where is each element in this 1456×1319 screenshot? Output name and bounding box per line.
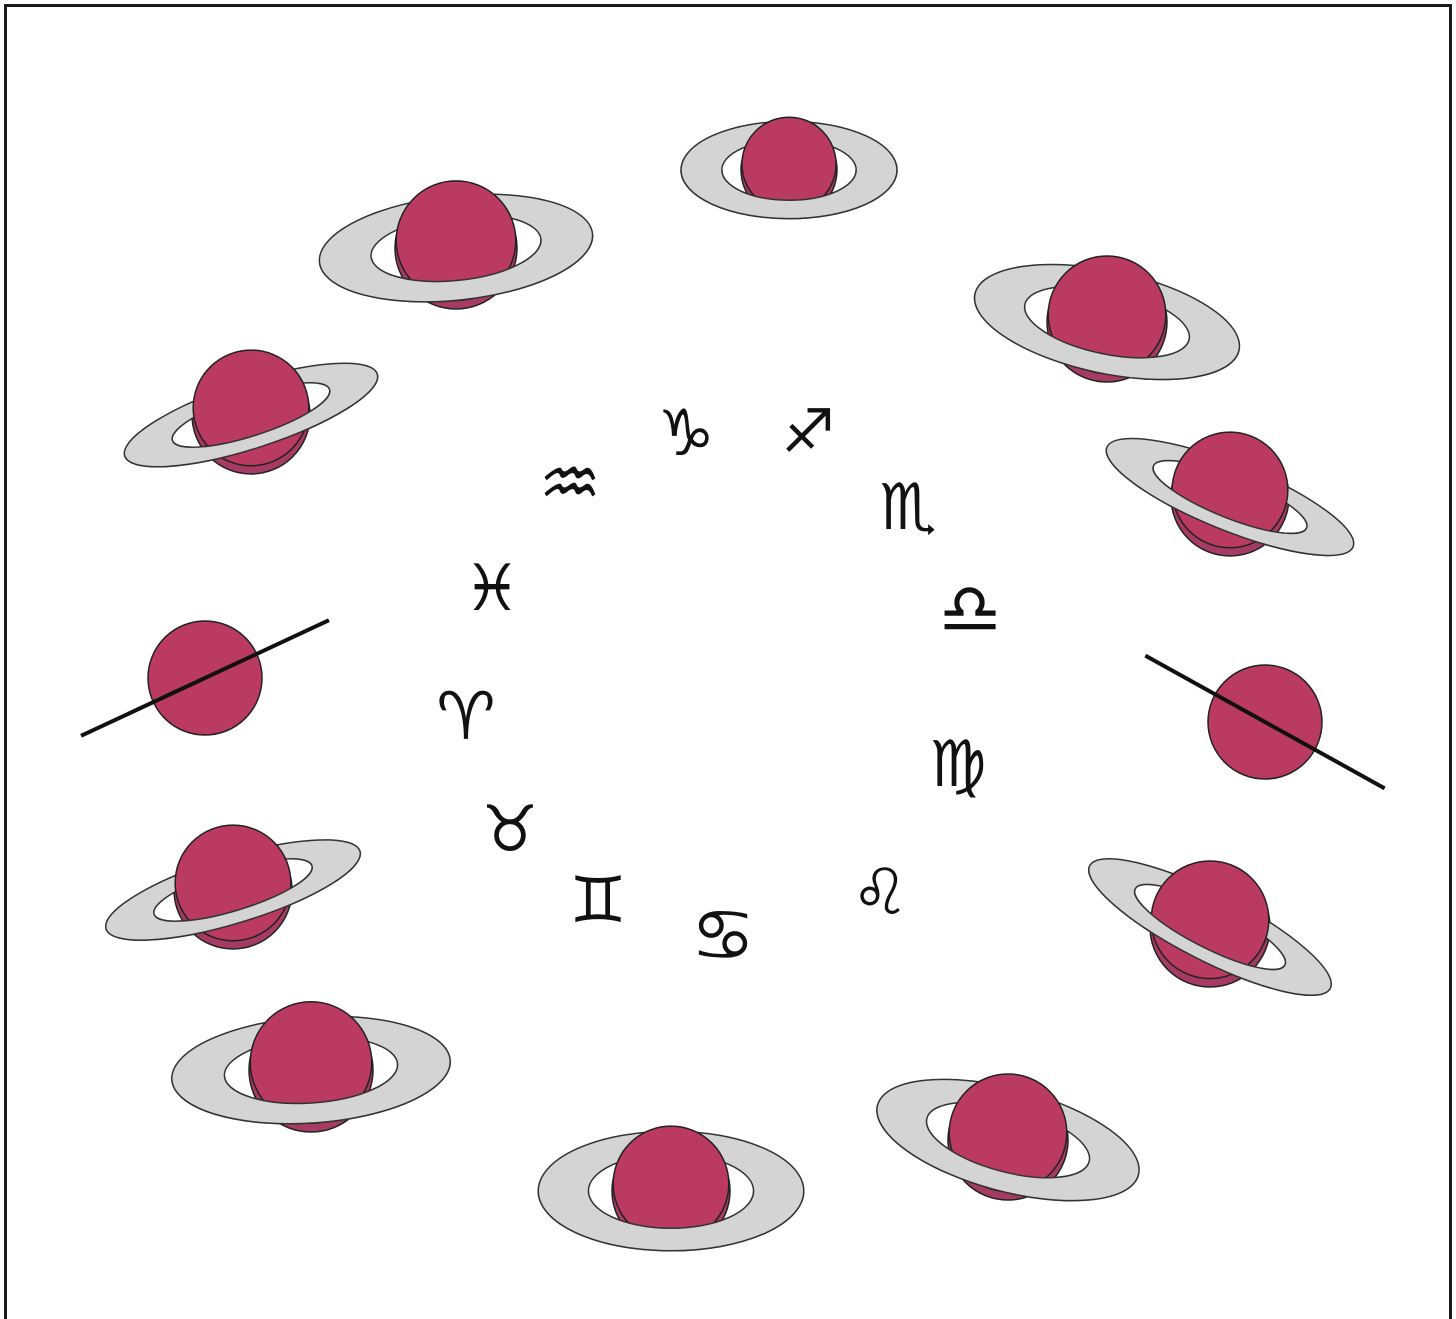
saturn-right-lower: [1074, 836, 1345, 1019]
saturn-right-upper: [1094, 417, 1365, 578]
aquarius-symbol: ♒: [539, 448, 602, 518]
saturn-top: [681, 117, 897, 218]
capricorn-symbol: ♑: [657, 402, 714, 466]
leo-symbol: ♌: [851, 861, 908, 925]
saturn-lower-right: [864, 1055, 1151, 1224]
saturn-bottom: [538, 1126, 804, 1251]
sagittarius-symbol: ♐: [781, 402, 835, 462]
aries-symbol: ♈: [436, 684, 495, 750]
saturn-right-edge-on: [1145, 656, 1384, 789]
gemini-symbol: ♊: [569, 869, 626, 933]
saturn-left-lower: [96, 819, 369, 960]
libra-symbol: ♎: [939, 574, 1002, 644]
cancer-symbol: ♋: [691, 899, 756, 971]
scorpio-symbol: ♏: [879, 476, 936, 540]
saturn-upper-left: [314, 181, 598, 314]
pisces-symbol: ♓: [463, 557, 520, 621]
saturn-planets: [81, 117, 1385, 1251]
saturn-lower-left: [168, 1002, 454, 1133]
taurus-symbol: ♉: [481, 798, 538, 862]
saturn-upper-right: [964, 244, 1249, 400]
saturn-left-upper: [114, 342, 387, 487]
virgo-symbol: ♍: [929, 733, 986, 797]
saturn-left-edge-on: [81, 620, 329, 736]
